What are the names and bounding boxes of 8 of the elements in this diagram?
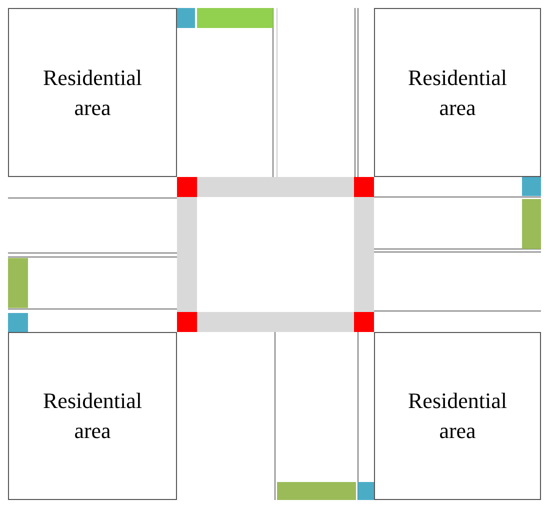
area-label: Residential area <box>407 387 508 445</box>
area-label: Residential area <box>42 387 143 445</box>
residential-block <box>374 8 541 177</box>
residential-block <box>374 332 541 500</box>
residential-block <box>8 332 177 500</box>
area-label: Residential area <box>42 64 143 122</box>
residential-block <box>8 8 177 177</box>
area-label: Residential area <box>407 64 508 122</box>
